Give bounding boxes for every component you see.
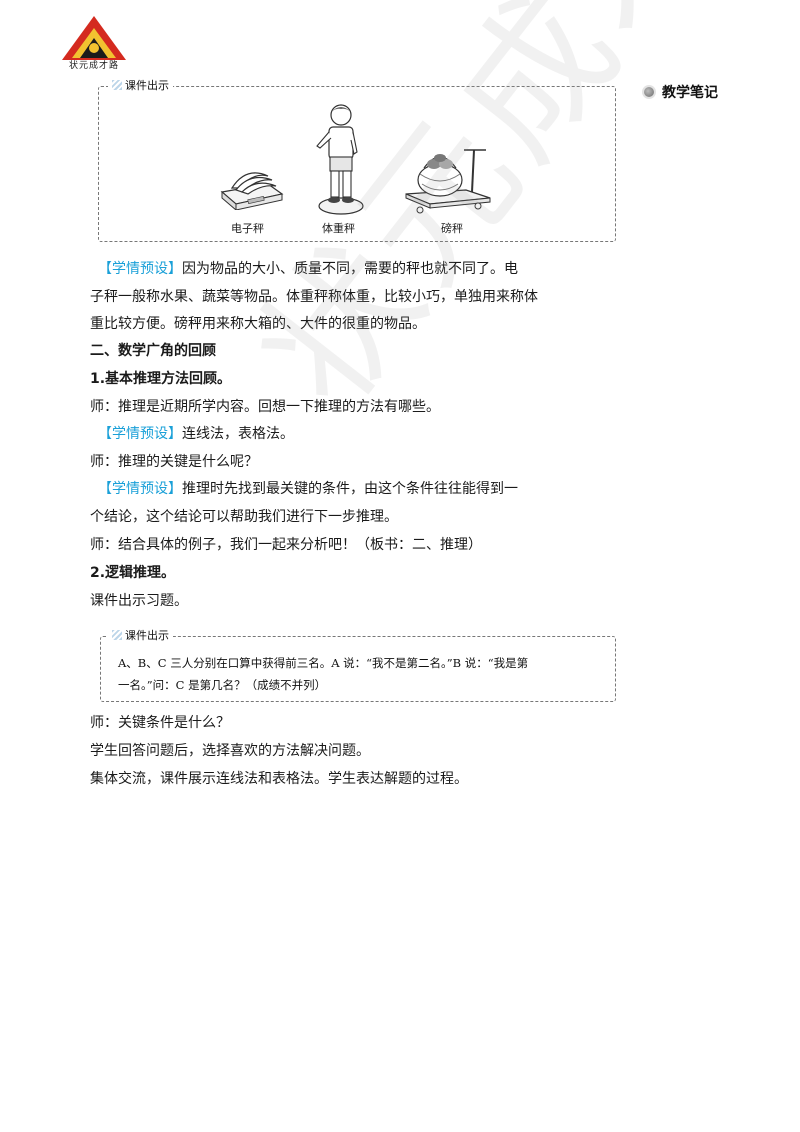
teacher-line-final: 师：关键条件是什么？ <box>90 715 230 731</box>
para-line-5: 个结论，这个结论可以帮助我们进行下一步推理。 <box>90 509 398 525</box>
para-line-7: 课件出示习题。 <box>90 593 188 609</box>
student-line: 学生回答问题后，选择喜欢的方法解决问题。 <box>90 743 370 759</box>
teaching-notes-heading: 教学笔记 <box>644 82 718 102</box>
para-line-1: 【学情预设】因为物品的大小、质量不同，需要的秤也就不同了。电 <box>98 261 518 277</box>
para-line-2: 子秤一般称水果、蔬菜等物品。体重秤称体重，比较小巧，单独用来称体 <box>90 289 538 305</box>
subheading-1: 1.基本推理方法回顾。 <box>90 371 232 387</box>
logo-text: 状元成才路 <box>68 61 119 71</box>
hatch-icon <box>112 80 122 90</box>
subheading-2: 2.逻辑推理。 <box>90 565 176 581</box>
courseware-box-problem <box>100 636 616 702</box>
publisher-logo <box>62 16 126 60</box>
box-label: 课件出示 <box>108 77 173 93</box>
hatch-icon <box>112 630 122 640</box>
section-heading: 二、数学广角的回顾 <box>90 343 216 359</box>
bullet-icon <box>644 87 654 97</box>
teacher-line-3: 师：推理的关键是什么呢？ <box>90 454 258 470</box>
notes-title: 教学笔记 <box>662 85 718 101</box>
body-weight-scale-illustration <box>316 104 364 215</box>
box-label: 课件出示 <box>108 627 173 643</box>
caption-electronic-scale: 电子秤 <box>231 222 264 235</box>
teacher-line-1: 师：推理是近期所学内容。回想一下推理的方法有哪些。 <box>90 399 440 415</box>
electronic-scale-illustration <box>220 172 284 210</box>
platform-scale-illustration <box>405 149 491 214</box>
caption-body-weight-scale: 体重秤 <box>322 222 355 235</box>
preset-line-4: 【学情预设】推理时先找到最关键的条件，由这个条件往往能得到一 <box>98 481 518 497</box>
para-line-3: 重比较方便。磅秤用来称大箱的、大件的很重的物品。 <box>90 316 426 332</box>
caption-platform-scale: 磅秤 <box>441 222 463 235</box>
summary-line: 集体交流，课件展示连线法和表格法。学生表达解题的过程。 <box>90 771 468 787</box>
preset-line-2: 【学情预设】连线法，表格法。 <box>98 426 294 442</box>
problem-line-2: 一名。”问：C 是第几名？（成绩不并列） <box>118 678 327 692</box>
learning-preset-tag: 【学情预设】 <box>98 426 182 442</box>
problem-line-1: A、B、C 三人分别在口算中获得前三名。A 说：“我不是第二名。”B 说：“我是… <box>118 656 529 670</box>
learning-preset-tag: 【学情预设】 <box>98 261 182 277</box>
learning-preset-tag: 【学情预设】 <box>98 481 182 497</box>
teacher-line-6: 师：结合具体的例子，我们一起来分析吧！（板书：二、推理） <box>90 537 482 553</box>
courseware-box-scales <box>98 86 616 242</box>
